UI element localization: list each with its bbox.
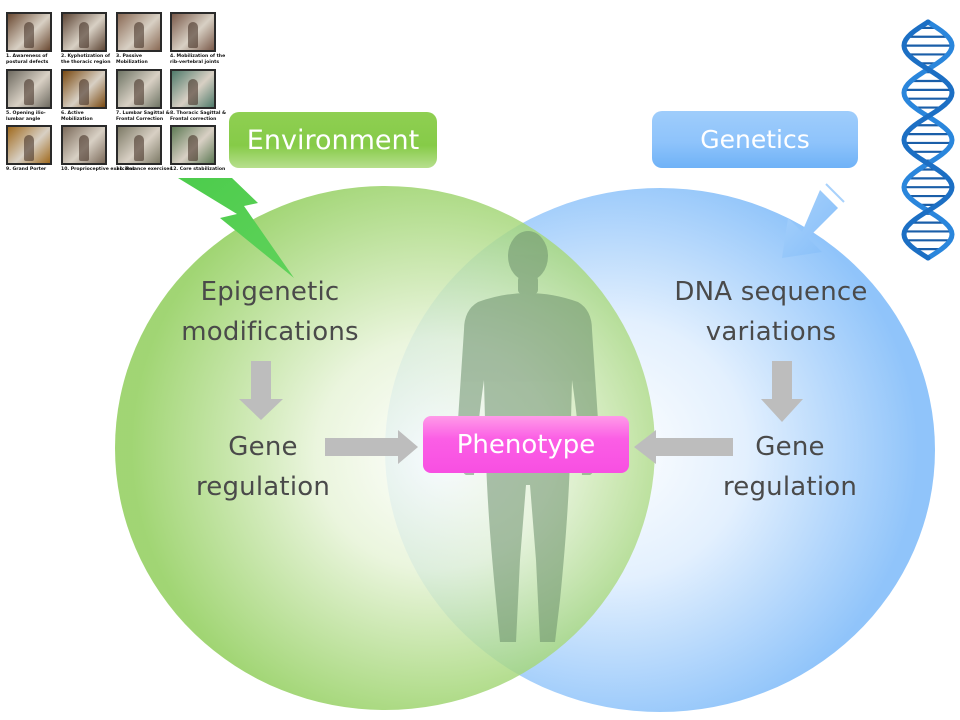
exercise-thumbnail — [61, 69, 107, 109]
caption-line: 4. Mobilization of the — [170, 54, 226, 59]
dna-strand — [901, 19, 955, 261]
caption-line: 7. Lumbar Sagittal & — [116, 111, 170, 116]
label-line: DNA sequence — [674, 277, 868, 307]
exercise-figure — [188, 135, 198, 161]
caption-line: 6. Active — [61, 111, 84, 116]
arrow-down-left-icon — [782, 183, 845, 258]
gene-regulation-left-label: Gene regulation — [168, 427, 358, 507]
exercise-thumbnail — [61, 12, 107, 52]
caption-line: Frontal correction — [170, 116, 217, 122]
label-line: regulation — [722, 472, 858, 502]
dna-helix-icon — [901, 19, 955, 261]
label-line: regulation — [195, 472, 331, 502]
caption-line: Mobilization — [61, 116, 93, 122]
caption-line: 5. Opening ilio- — [6, 111, 46, 116]
genetics-label: Genetics — [700, 125, 810, 154]
label-line: Gene — [755, 432, 825, 462]
lightning-bolt-icon — [178, 178, 294, 278]
exercise-caption: 12. Core stabilization — [170, 167, 225, 173]
caption-line: 10. Proprioceptive exercises — [61, 167, 135, 172]
caption-line: the thoracic region — [61, 59, 111, 65]
caption-line: rib-vertebral joints — [170, 59, 220, 65]
exercise-figure — [188, 79, 198, 105]
caption-line: Mobilization — [116, 59, 148, 65]
genetics-box: Genetics — [652, 111, 858, 168]
environment-label: Environment — [246, 124, 420, 156]
exercise-thumbnail — [6, 12, 52, 52]
exercise-figure — [79, 22, 89, 48]
exercise-thumbnail — [61, 125, 107, 165]
exercise-thumbnail — [170, 12, 216, 52]
dna-sequence-variations-label: DNA sequence variations — [656, 272, 886, 352]
dna-strand — [901, 19, 955, 261]
exercise-caption: 7. Lumbar Sagittal &Frontal Correction — [116, 111, 170, 122]
caption-line: 9. Grand Porter — [6, 167, 47, 172]
caption-line: 8. Thoracic Sagittal & — [170, 111, 227, 116]
exercise-thumbnail — [6, 69, 52, 109]
exercise-caption: 10. Proprioceptive exercises — [61, 167, 135, 173]
label-line: Epigenetic — [200, 277, 340, 307]
exercise-figure — [134, 79, 144, 105]
exercise-thumbnail — [6, 125, 52, 165]
exercise-caption: 8. Thoracic Sagittal &Frontal correction — [170, 111, 226, 122]
exercise-thumbnail — [116, 69, 162, 109]
caption-line: postural defects — [6, 59, 49, 65]
exercise-figure — [79, 135, 89, 161]
exercise-thumbnail — [170, 69, 216, 109]
arrow-right-to-phenotype — [325, 430, 418, 464]
caption-line: 2. Kyphotization of — [61, 54, 111, 59]
exercise-figure — [134, 22, 144, 48]
label-line: variations — [705, 317, 837, 347]
gene-regulation-right-label: Gene regulation — [700, 427, 880, 507]
caption-line: 12. Core stabilization — [170, 167, 226, 172]
exercise-caption: 9. Grand Porter — [6, 167, 46, 173]
exercise-figure — [24, 135, 34, 161]
arrow-left-to-phenotype — [634, 430, 733, 464]
exercise-thumbnail — [116, 125, 162, 165]
caption-line: 1. Awareness of — [6, 54, 48, 59]
exercise-thumbnail — [170, 125, 216, 165]
exercise-figure — [24, 22, 34, 48]
exercise-caption: 5. Opening ilio-lumbar angle — [6, 111, 46, 122]
caption-line: Frontal Correction — [116, 116, 164, 122]
label-line: modifications — [181, 317, 359, 347]
exercise-caption: 11. Balance exercises — [116, 167, 172, 173]
caption-line: lumbar angle — [6, 116, 41, 122]
exercise-thumbnail — [116, 12, 162, 52]
epigenetic-modifications-label: Epigenetic modifications — [160, 272, 380, 352]
environment-box: Environment — [229, 112, 437, 168]
arrow-down-left-circle — [239, 361, 283, 420]
exercise-figure — [79, 79, 89, 105]
label-line: Gene — [228, 432, 298, 462]
phenotype-label: Phenotype — [456, 429, 596, 460]
caption-line: 11. Balance exercises — [116, 167, 173, 172]
exercise-figure — [24, 79, 34, 105]
exercise-figure — [188, 22, 198, 48]
phenotype-box: Phenotype — [423, 416, 629, 473]
arrow-down-right-circle — [761, 361, 803, 422]
caption-line: 3. Passive — [116, 54, 143, 59]
exercise-figure — [134, 135, 144, 161]
